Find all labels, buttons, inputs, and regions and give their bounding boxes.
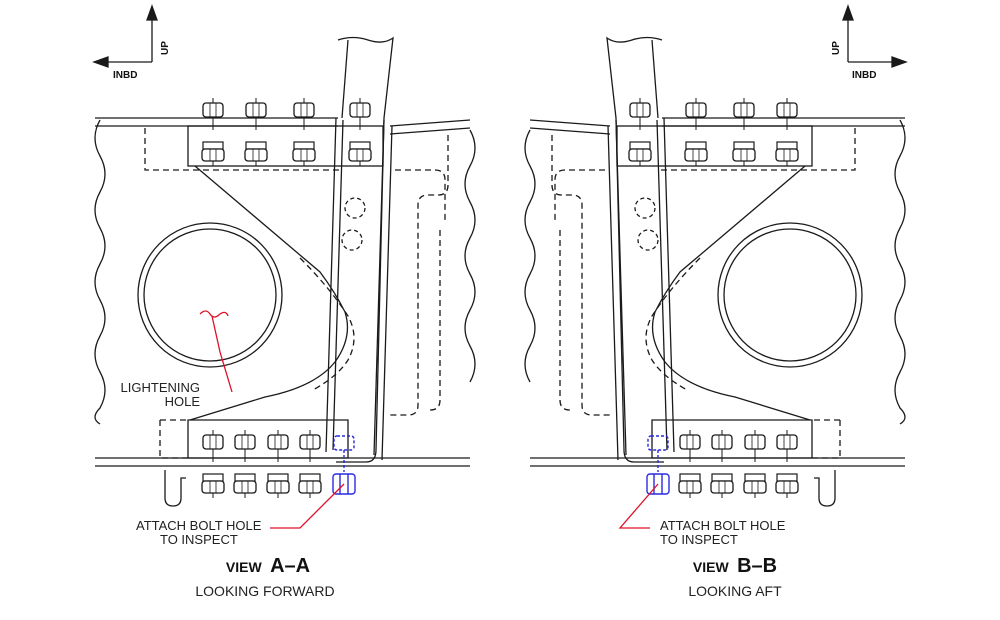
bolt-row-top-right xyxy=(628,97,799,167)
axis-indicator-right xyxy=(842,4,908,68)
inspect-bolt-left xyxy=(332,435,356,495)
view-a-a-caption: LOOKING FORWARD xyxy=(195,583,334,599)
bolt-row-top-left xyxy=(201,97,372,167)
inspect-bolt-right xyxy=(646,435,670,495)
axis-inbd-label-left: INBD xyxy=(113,70,137,81)
view-a-a-id: A–A xyxy=(270,555,310,577)
break-line-left xyxy=(94,119,106,425)
view-a-a-drawing xyxy=(92,4,476,507)
bolt-row-bottom-right xyxy=(678,429,799,499)
axis-up-label-right: UP xyxy=(831,41,842,55)
view-b-b-drawing xyxy=(524,4,908,507)
break-line-right-edge xyxy=(464,129,476,383)
view-b-b-title: VIEW B–B xyxy=(693,555,777,577)
lightening-hole-right xyxy=(717,222,863,368)
bolt-row-bottom-left xyxy=(201,429,322,499)
view-b-b-prefix: VIEW xyxy=(693,559,730,575)
lightening-hole-left xyxy=(137,222,283,368)
axis-up-label-left: UP xyxy=(160,41,171,55)
view-a-a-prefix: VIEW xyxy=(226,559,263,575)
lightening-hole-callout-line2: HOLE xyxy=(165,394,201,409)
axis-inbd-label-right: INBD xyxy=(852,70,876,81)
break-line-left-edge xyxy=(524,129,536,383)
callout-lines-left xyxy=(199,310,345,529)
axis-indicator-left xyxy=(92,4,158,68)
attach-bolt-callout-right-line2: TO INSPECT xyxy=(660,532,738,547)
break-line-right xyxy=(894,119,906,425)
attach-bolt-callout-left-line1: ATTACH BOLT HOLE xyxy=(136,518,262,533)
view-b-b-caption: LOOKING AFT xyxy=(688,583,782,599)
callout-lines-right xyxy=(618,483,659,529)
view-b-b-id: B–B xyxy=(737,555,777,577)
attach-bolt-callout-right-line1: ATTACH BOLT HOLE xyxy=(660,518,786,533)
view-a-a-title: VIEW A–A xyxy=(226,555,310,577)
lightening-hole-callout-line1: LIGHTENING xyxy=(121,380,200,395)
attach-bolt-callout-left-line2: TO INSPECT xyxy=(160,532,238,547)
